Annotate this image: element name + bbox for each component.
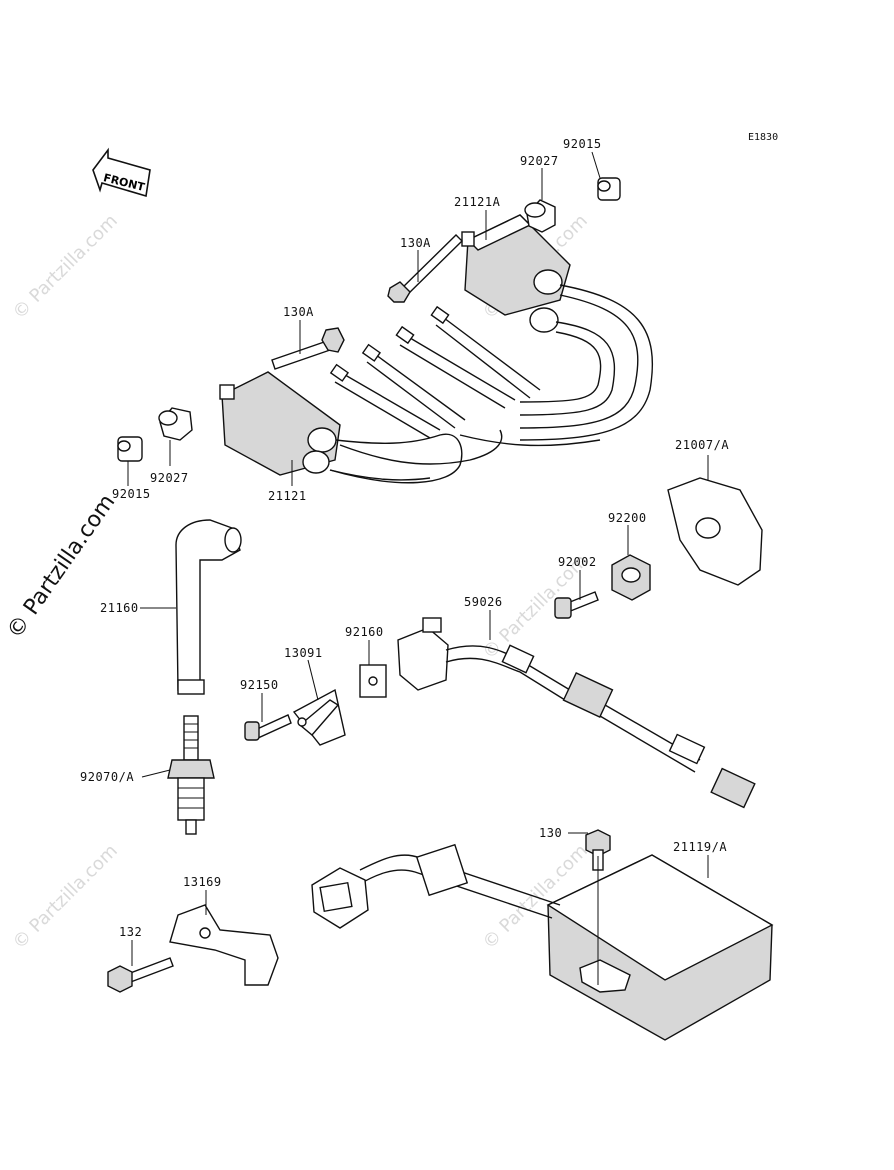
label-21119a: 21119/A [673,840,727,854]
label-21121a: 21121A [454,195,501,209]
collar-92027-left [158,407,193,441]
label-92015-top: 92015 [563,137,602,151]
front-arrow-icon: FRONT [92,147,151,198]
label-92027-left: 92027 [150,471,189,485]
label-13169: 13169 [183,875,222,889]
label-21007a: 21007/A [675,438,729,452]
label-130: 130 [539,826,562,840]
collar-92015-left [117,436,143,462]
label-92160: 92160 [345,625,384,639]
label-59026: 59026 [464,595,503,609]
label-92070a: 92070/A [80,770,134,784]
label-21160: 21160 [100,601,139,615]
diagram-code: E1830 [748,132,778,143]
bolt-130a-left [271,327,345,370]
label-92002: 92002 [558,555,597,569]
bolt-92150 [244,714,292,741]
callout-labels: 92015 92027 21121A 130A 130A 92027 92015… [80,137,729,939]
label-92200: 92200 [608,511,647,525]
bolt-92002 [554,591,599,619]
spark-plug [167,715,215,835]
label-132: 132 [119,925,142,939]
label-130a-left: 130A [283,305,314,319]
nut-92200 [611,554,651,601]
collar-92015-top [597,177,621,201]
label-21121: 21121 [268,489,307,503]
watermark-1: © Partzilla.com [9,210,122,323]
label-92150: 92150 [240,678,279,692]
plug-cap [175,519,242,695]
rotor-plate [667,477,763,586]
label-92027-top: 92027 [520,154,559,168]
leader-lines [127,151,709,985]
ignition-coil-upper [461,214,571,333]
bolt-132 [107,957,174,993]
pickup-harness [397,617,756,809]
collar-92027-top [524,199,556,233]
label-130a-top: 130A [400,236,431,250]
coil-wires [329,284,654,465]
partzilla-watermark: © Partzilla.com [2,490,120,643]
label-92015-left: 92015 [112,487,151,501]
ecu-unit [311,843,774,1041]
label-13091: 13091 [284,646,323,660]
bracket-13169 [169,904,279,986]
plate-92160 [359,664,387,698]
ignition-coil-lower [219,371,463,484]
watermark-4: © Partzilla.com [9,840,122,953]
bracket-13091 [292,688,346,746]
bolt-130a-upper [387,234,463,303]
